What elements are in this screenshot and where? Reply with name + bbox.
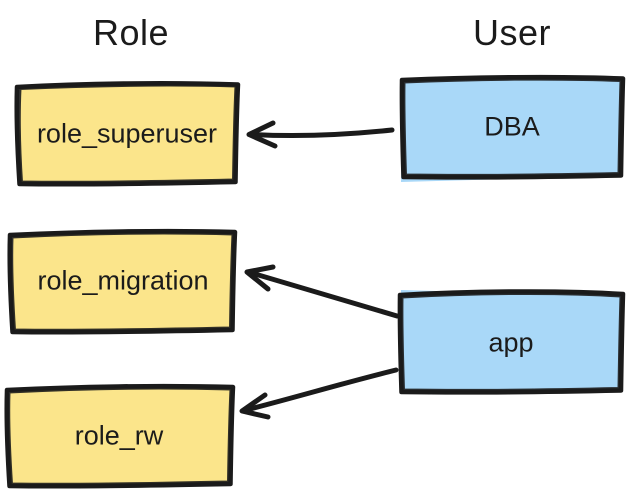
column-heading-role: Role [92,12,170,53]
column-heading-user: User [472,12,552,53]
app-box-fill [401,290,622,392]
role-rw-label: role_rw [74,420,164,451]
arrow-dba-to-role-superuser [246,120,395,149]
role-migration-label: role_migration [37,265,209,296]
dba-box-fill [401,78,622,182]
app-box-outline-pass2 [400,291,623,392]
role-migration-box-fill [12,231,234,332]
arrow-app-to-role-migration [244,264,400,319]
app-box-outline [397,289,626,395]
role-migration-box-outline [7,228,238,335]
role-superuser-box-outline-pass2 [17,83,238,184]
dba-box-outline-pass2 [402,77,623,177]
role-superuser-box-fill [19,83,237,184]
role-rw-box-outline [4,383,236,489]
role-superuser-label: role_superuser [36,118,218,149]
arrow-app-to-role-rw [239,367,399,420]
app-label: app [488,327,534,358]
role-rw-box-fill [9,386,232,486]
dba-box-outline [399,74,626,180]
role-rw-box-outline-pass2 [7,386,233,486]
role-superuser-box-outline [14,81,241,187]
role-migration-box-outline-pass2 [10,231,235,332]
dba-label: DBA [484,111,540,142]
